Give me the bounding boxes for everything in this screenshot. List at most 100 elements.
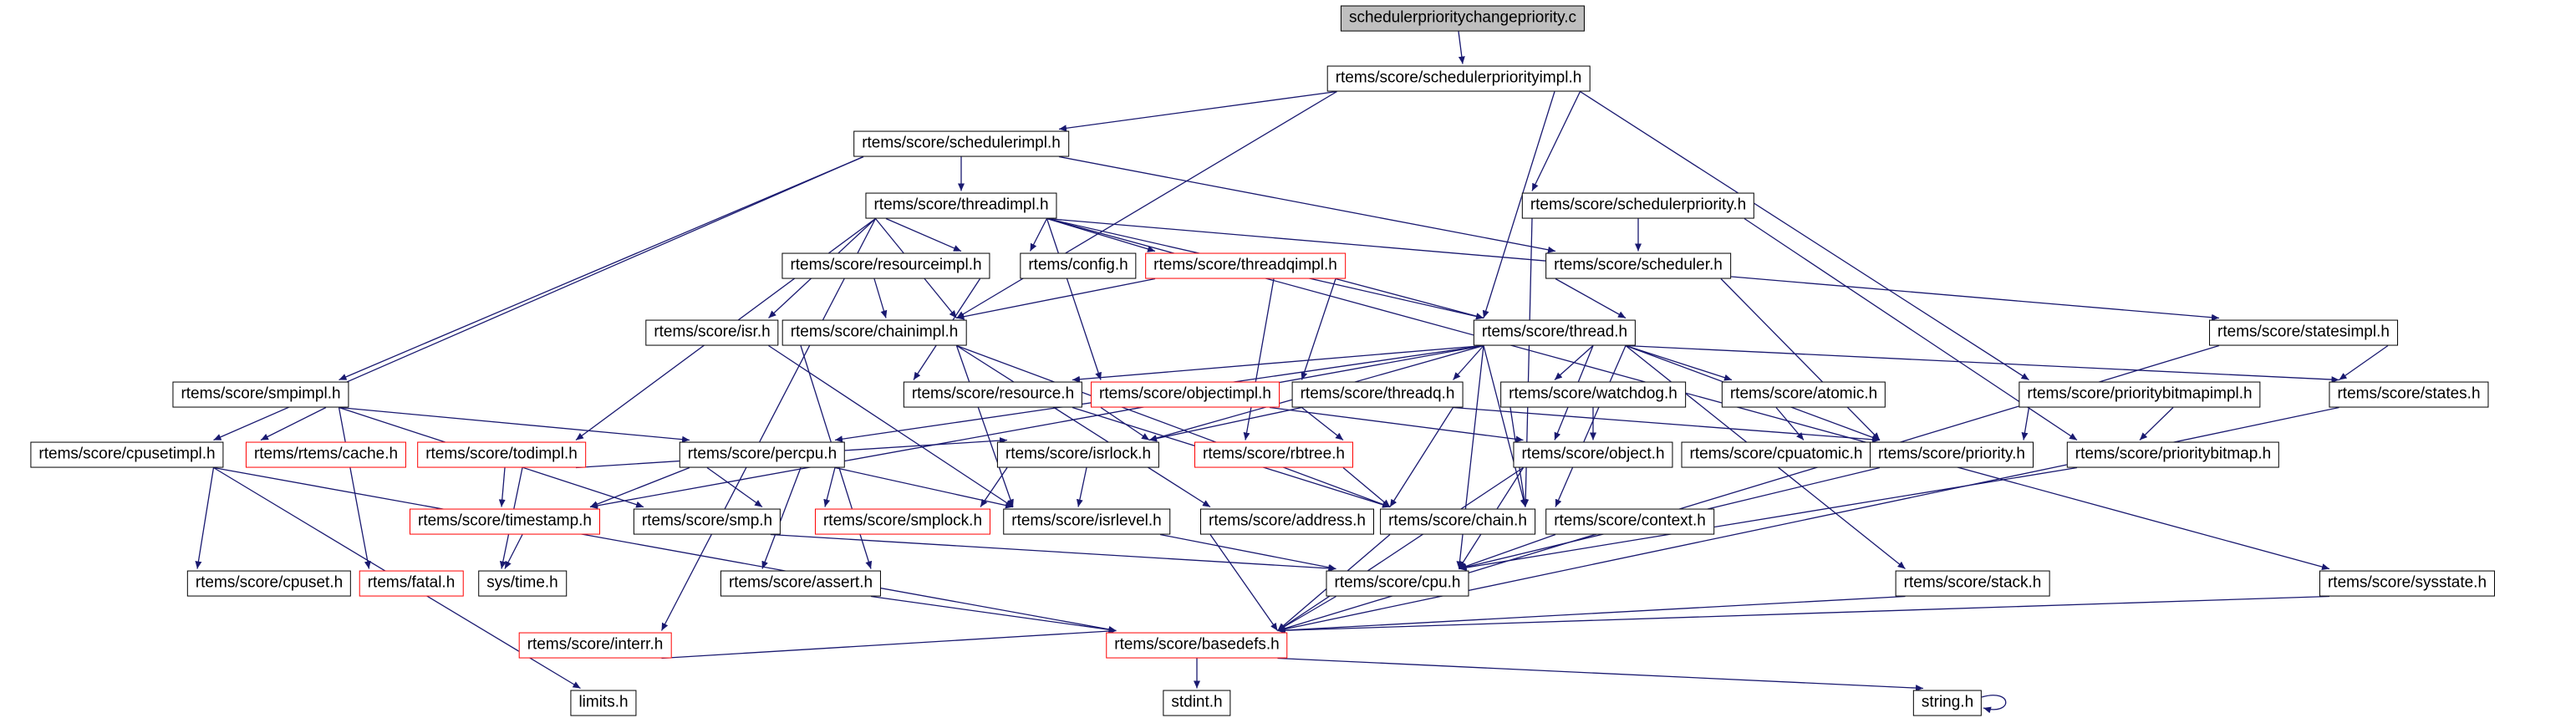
include-edge-percpu-h--smplock-h [823, 467, 836, 507]
include-edge-schedulerpriorityimpl-h--chainimpl-h [956, 90, 1337, 319]
include-edge-prioritybitmapimpl-h--prioritybitmap-h [2139, 407, 2174, 440]
include-edge-threadimpl-h--interr-h [660, 218, 877, 631]
graph-node-isrlevel-h[interactable]: rtems/score/isrlevel.h [1003, 508, 1170, 535]
graph-node-cpu-h[interactable]: rtems/score/cpu.h [1326, 570, 1469, 597]
graph-node-isrlock-h[interactable]: rtems/score/isrlock.h [996, 441, 1160, 468]
include-edge-threadq-h--rbtree-h [1301, 406, 1344, 441]
include-edge-cpusetimpl-h--cpuset-h [195, 467, 215, 569]
graph-node-threadq-h[interactable]: rtems/score/threadq.h [1291, 381, 1464, 408]
graph-node-statesimpl-h[interactable]: rtems/score/statesimpl.h [2209, 319, 2398, 346]
include-edge-cpu-h--basedefs-h [1277, 595, 1336, 632]
include-edge-chainimpl-h--isrlevel-h [955, 345, 1014, 507]
include-edge-chainimpl-h--chain-h [956, 344, 1391, 508]
graph-node-stack-h[interactable]: rtems/score/stack.h [1895, 570, 2050, 597]
include-edge-smp-h--cpu-h [770, 533, 1336, 572]
graph-node-smp-h[interactable]: rtems/score/smp.h [633, 508, 781, 535]
include-edge-interr-h--basedefs-h [661, 628, 1117, 659]
graph-node-objectimpl-h[interactable]: rtems/score/objectimpl.h [1091, 381, 1280, 408]
graph-node-watchdog-h[interactable]: rtems/score/watchdog.h [1500, 381, 1686, 408]
graph-node-smpimpl-h[interactable]: rtems/score/smpimpl.h [172, 381, 349, 408]
graph-node-prioritybitmapimpl-h[interactable]: rtems/score/prioritybitmapimpl.h [2019, 381, 2261, 408]
graph-node-fatal-h[interactable]: rtems/fatal.h [359, 570, 464, 597]
include-edge-isrlevel-h--cpu-h [1159, 533, 1336, 571]
graph-node-interr-h[interactable]: rtems/score/interr.h [518, 632, 672, 659]
include-edge-schedulerpriorityimpl-h--schedulerpriority-h [1531, 91, 1581, 191]
include-edge-prioritybitmapimpl-h--priority-h [2021, 407, 2030, 440]
graph-node-threadimpl-h[interactable]: rtems/score/threadimpl.h [865, 192, 1057, 219]
graph-node-context-h[interactable]: rtems/score/context.h [1545, 508, 1714, 535]
include-edge-schedulerpriorityimpl-h--thread-h [1482, 91, 1555, 318]
include-edge-threadq-h--chain-h [1389, 407, 1454, 507]
graph-node-prioritybitmap-h[interactable]: rtems/score/prioritybitmap.h [2066, 441, 2280, 468]
graph-node-smplock-h[interactable]: rtems/score/smplock.h [814, 508, 991, 535]
graph-node-assert-h[interactable]: rtems/score/assert.h [720, 570, 882, 597]
include-edge-scheduler-h--thread-h [1555, 278, 1627, 319]
include-edge-objectimpl-h--isrlock-h [1100, 406, 1150, 441]
include-edge-threadimpl-h--threadqimpl-h [1046, 217, 1156, 252]
graph-node-limits-h: limits.h [570, 690, 637, 716]
graph-node-rbtree-h[interactable]: rtems/score/rbtree.h [1194, 441, 1353, 468]
include-edge-rbtree-h--chain-h [1342, 467, 1391, 507]
graph-node-address-h[interactable]: rtems/score/address.h [1200, 508, 1374, 535]
graph-node-schedulerimpl-h[interactable]: rtems/score/schedulerimpl.h [853, 130, 1069, 157]
graph-node-cache-h[interactable]: rtems/rtems/cache.h [245, 441, 407, 468]
graph-node-percpu-h[interactable]: rtems/score/percpu.h [679, 441, 846, 468]
include-edge-percpu-h--smp-h [706, 466, 763, 508]
graph-node-todimpl-h[interactable]: rtems/score/todimpl.h [417, 441, 586, 468]
include-edge-sysstate-h--basedefs-h [1277, 595, 2330, 634]
include-edge-threadqimpl-h--rbtree-h [1243, 278, 1275, 440]
include-edge-cpusetimpl-h--basedefs-h [213, 466, 1117, 633]
include-edge-smpimpl-h--cache-h [260, 406, 327, 441]
include-edge-schedulerpriorityimpl-h--schedulerimpl-h [1058, 90, 1337, 132]
graph-node-isr-h[interactable]: rtems/score/isr.h [645, 319, 779, 346]
graph-node-states-h[interactable]: rtems/score/states.h [2329, 381, 2489, 408]
graph-node-timestamp-h[interactable]: rtems/score/timestamp.h [410, 508, 600, 535]
include-edge-smpimpl-h--fatal-h [338, 407, 371, 569]
include-edge-threadimpl-h--config-h [1029, 218, 1048, 252]
graph-node-resourceimpl-h[interactable]: rtems/score/resourceimpl.h [781, 252, 990, 279]
include-edge-thread-h--context-h [1555, 345, 1627, 507]
include-edge-threadimpl-h--resourceimpl-h [885, 217, 962, 252]
include-edge-thread-h--timestamp-h [589, 344, 1484, 509]
include-edge-chainimpl-h--address-h [956, 344, 1211, 508]
include-edge-percpu-h--assert-h [761, 467, 802, 569]
graph-node-chain-h[interactable]: rtems/score/chain.h [1380, 508, 1535, 535]
graph-node-stdint-h: stdint.h [1163, 690, 1231, 716]
include-edge-resourceimpl-h--chainimpl-h [873, 278, 888, 318]
graph-node-cpusetimpl-h[interactable]: rtems/score/cpusetimpl.h [30, 441, 224, 468]
graph-node-atomic-h[interactable]: rtems/score/atomic.h [1721, 381, 1886, 408]
include-edge-threadimpl-h--objectimpl-h [1046, 218, 1102, 380]
include-edge-timestamp-h--sys-time-h [504, 534, 523, 569]
include-edge-objectimpl-h--object-h [1269, 406, 1524, 443]
include-edge-schedulerimpl-h--smpimpl-h [339, 155, 864, 381]
include-edge-statesimpl-h--states-h [2339, 344, 2389, 381]
graph-node-scheduler-h[interactable]: rtems/score/scheduler.h [1545, 252, 1731, 279]
graph-node-resource-h[interactable]: rtems/score/resource.h [903, 381, 1083, 408]
include-edge-stack-h--basedefs-h [1277, 595, 1906, 634]
graph-node-schedulerprioritychangepriority-c: schedulerprioritychangepriority.c [1340, 5, 1586, 32]
include-edge-address-h--basedefs-h [1209, 534, 1279, 631]
include-edge-object-h--basedefs-h [1277, 466, 1524, 632]
graph-node-object-h[interactable]: rtems/score/object.h [1513, 441, 1673, 468]
graph-node-sys-time-h: sys/time.h [478, 570, 567, 597]
graph-node-sysstate-h[interactable]: rtems/score/sysstate.h [2319, 570, 2496, 597]
include-edge-thread-h--states-h [1625, 344, 2339, 384]
graph-node-schedulerpriorityimpl-h[interactable]: rtems/score/schedulerpriorityimpl.h [1326, 65, 1591, 92]
include-edge-todimpl-h--timestamp-h [498, 467, 506, 507]
graph-node-config-h[interactable]: rtems/config.h [1020, 252, 1137, 279]
graph-node-cpuset-h[interactable]: rtems/score/cpuset.h [186, 570, 352, 597]
include-edge-thread-h--threadq-h [1453, 345, 1484, 380]
include-edge-thread-h--atomic-h [1625, 344, 1733, 381]
graph-node-priority-h[interactable]: rtems/score/priority.h [1870, 441, 2034, 468]
include-edge-threadqimpl-h--chainimpl-h [956, 278, 1156, 320]
graph-node-threadqimpl-h[interactable]: rtems/score/threadqimpl.h [1145, 252, 1346, 279]
graph-node-basedefs-h[interactable]: rtems/score/basedefs.h [1106, 632, 1288, 659]
graph-node-cpuatomic-h[interactable]: rtems/score/cpuatomic.h [1681, 441, 1871, 468]
graph-node-thread-h[interactable]: rtems/score/thread.h [1473, 319, 1637, 346]
graph-node-schedulerpriority-h[interactable]: rtems/score/schedulerpriority.h [1521, 192, 1755, 219]
graph-node-chainimpl-h[interactable]: rtems/score/chainimpl.h [781, 319, 967, 346]
include-edge-schedulerimpl-h--scheduler-h [1058, 155, 1556, 253]
include-edge-threadq-h--priority-h [1453, 406, 1881, 443]
